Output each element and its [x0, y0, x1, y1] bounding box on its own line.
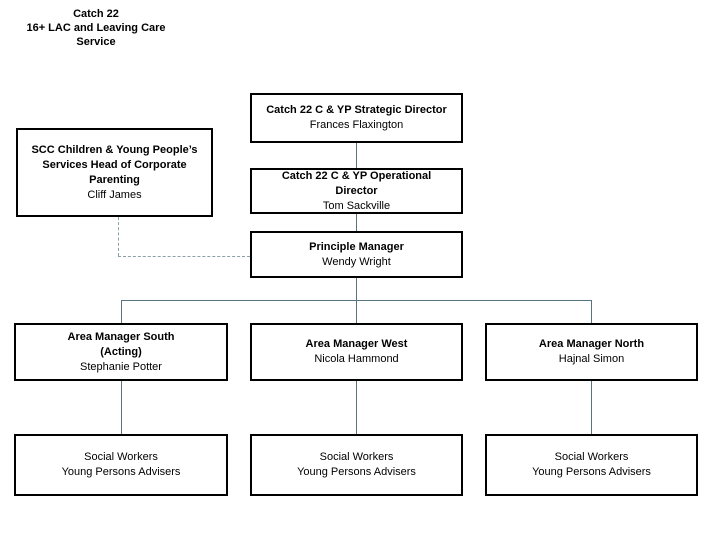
box-line1: Social Workers: [84, 451, 158, 463]
org-box-principle-manager: Principle Manager Wendy Wright: [250, 231, 463, 278]
box-person: Wendy Wright: [322, 255, 391, 268]
page-title-line2: 16+ LAC and Leaving Care Service: [26, 22, 166, 48]
box-title: Catch 22 C & YP Strategic Director: [266, 104, 447, 116]
org-box-social-workers-north: Social Workers Young Persons Advisers: [485, 434, 698, 496]
connector-south-social: [121, 381, 122, 434]
page-title: Catch 22 16+ LAC and Leaving Care Servic…: [6, 7, 186, 49]
box-line2: Young Persons Advisers: [297, 466, 416, 478]
box-person: Frances Flaxington: [309, 119, 404, 131]
box-line2: Young Persons Advisers: [61, 466, 181, 478]
box-person: Hajnal Simon: [558, 353, 625, 365]
connector-drop-west: [356, 300, 357, 323]
org-box-social-workers-west: Social Workers Young Persons Advisers: [250, 434, 463, 496]
connector-dashed-scc-horizontal: [118, 256, 250, 257]
connector-north-social: [591, 381, 592, 434]
box-title: Area Manager North: [538, 338, 645, 350]
box-line2: Young Persons Advisers: [532, 466, 651, 478]
box-person: Cliff James: [87, 188, 142, 201]
box-title: Area Manager South: [67, 330, 175, 343]
box-title: Catch 22 C & YP Operational Director: [281, 169, 432, 197]
connector-west-social: [356, 381, 357, 434]
box-subtitle: (Acting): [100, 345, 142, 358]
box-person: Stephanie Potter: [80, 360, 162, 373]
connector-principle-tree: [356, 278, 357, 300]
org-box-scc-head: SCC Children & Young People’s Services H…: [16, 128, 213, 217]
box-person: Nicola Hammond: [314, 353, 399, 365]
box-title: Principle Manager: [309, 240, 404, 253]
org-box-strategic-director: Catch 22 C & YP Strategic Director Franc…: [250, 93, 463, 143]
org-box-area-manager-west: Area Manager West Nicola Hammond: [250, 323, 463, 381]
connector-drop-north: [591, 300, 592, 323]
org-box-area-manager-north: Area Manager North Hajnal Simon: [485, 323, 698, 381]
box-title: Area Manager West: [305, 338, 408, 350]
box-title: SCC Children & Young People’s Services H…: [31, 143, 198, 186]
connector-dashed-scc-vertical: [118, 217, 119, 256]
connector-operational-principle: [356, 214, 357, 231]
org-box-operational-director: Catch 22 C & YP Operational Director Tom…: [250, 168, 463, 214]
page-title-line1: Catch 22: [73, 8, 119, 20]
org-box-social-workers-south: Social Workers Young Persons Advisers: [14, 434, 228, 496]
connector-drop-south: [121, 300, 122, 323]
org-box-area-manager-south: Area Manager South (Acting) Stephanie Po…: [14, 323, 228, 381]
connector-strategic-operational: [356, 143, 357, 168]
box-line1: Social Workers: [554, 451, 629, 463]
box-person: Tom Sackville: [322, 199, 391, 212]
box-line1: Social Workers: [319, 451, 394, 463]
